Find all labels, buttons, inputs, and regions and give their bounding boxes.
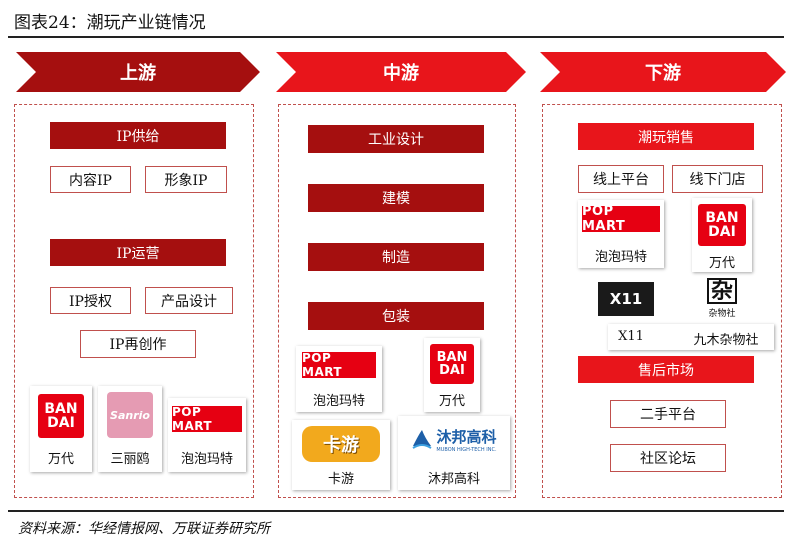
sanrio-logo: Sanrio [107,392,153,438]
image-ip-box: 形象IP [145,166,227,193]
toy-sales-bar: 潮玩销售 [578,123,754,150]
brand-card-sanrio: Sanrio 三丽鸥 [98,386,162,472]
upstream-panel [14,104,254,498]
online-platform-box: 线上平台 [578,165,664,193]
mubon-logo: 沐邦高科 MUBON HIGH-TECH INC. [402,422,506,456]
industrial-design-bar: 工业设计 [308,125,484,153]
source-note: 资料来源：华经情报网、万联证券研究所 [18,521,270,537]
brand-caption: 泡泡玛特 [312,394,365,409]
jiumu-logo: 杂 杂物社 [706,277,737,319]
brand-caption: 万代 [47,452,74,467]
x11-logo: X11 [598,282,654,316]
bottom-rule [8,510,784,512]
mubon-mark-icon [412,430,432,449]
kayou-logo: 卡游 [302,426,380,462]
brand-caption: 沐邦高科 [427,472,480,487]
product-design-box: 产品设计 [145,287,233,314]
aftermarket-bar: 售后市场 [578,356,754,383]
brand-caption: 三丽鸥 [110,452,150,467]
brand-card-mubon: 沐邦高科 MUBON HIGH-TECH INC. 沐邦高科 [398,416,510,490]
offline-store-box: 线下门店 [672,165,763,193]
brand-caption: 九木杂物社 [693,333,759,348]
manufacturing-bar: 制造 [308,243,484,271]
title-rule [8,36,784,38]
midstream-panel [278,104,516,498]
brand-caption: X11 [618,329,644,344]
brand-caption: 泡泡玛特 [180,452,233,467]
popmart-logo: POP MART [582,204,660,234]
content-ip-box: 内容IP [50,166,131,193]
brand-caption: 万代 [438,394,465,409]
ip-operation-bar: IP运营 [50,239,226,266]
brand-caption: 万代 [708,256,735,271]
community-forum-box: 社区论坛 [610,444,726,472]
brand-card-kayou: 卡游 卡游 [292,420,390,490]
stage-upstream: 上游 [16,52,260,92]
downstream-panel [542,104,782,498]
ip-supply-bar: IP供给 [50,122,226,149]
brand-card-popmart: POP MART 泡泡玛特 [296,346,382,412]
brand-card-popmart: POP MART 泡泡玛特 [168,398,246,472]
brand-caption-strip: X11 九木杂物社 [608,324,774,350]
secondhand-platform-box: 二手平台 [610,400,726,428]
brand-caption: 卡游 [327,472,354,487]
brand-card-popmart: POP MART 泡泡玛特 [578,200,664,268]
popmart-logo: POP MART [172,405,242,433]
modeling-bar: 建模 [308,184,484,212]
ip-recreation-box: IP再创作 [80,330,196,358]
brand-caption: 泡泡玛特 [594,250,647,265]
packaging-bar: 包装 [308,302,484,330]
ip-licensing-box: IP授权 [50,287,131,314]
figure-title: 图表24：潮玩产业链情况 [14,13,206,33]
stage-downstream: 下游 [540,52,786,92]
popmart-logo: POP MART [302,351,376,379]
stage-midstream: 中游 [276,52,526,92]
